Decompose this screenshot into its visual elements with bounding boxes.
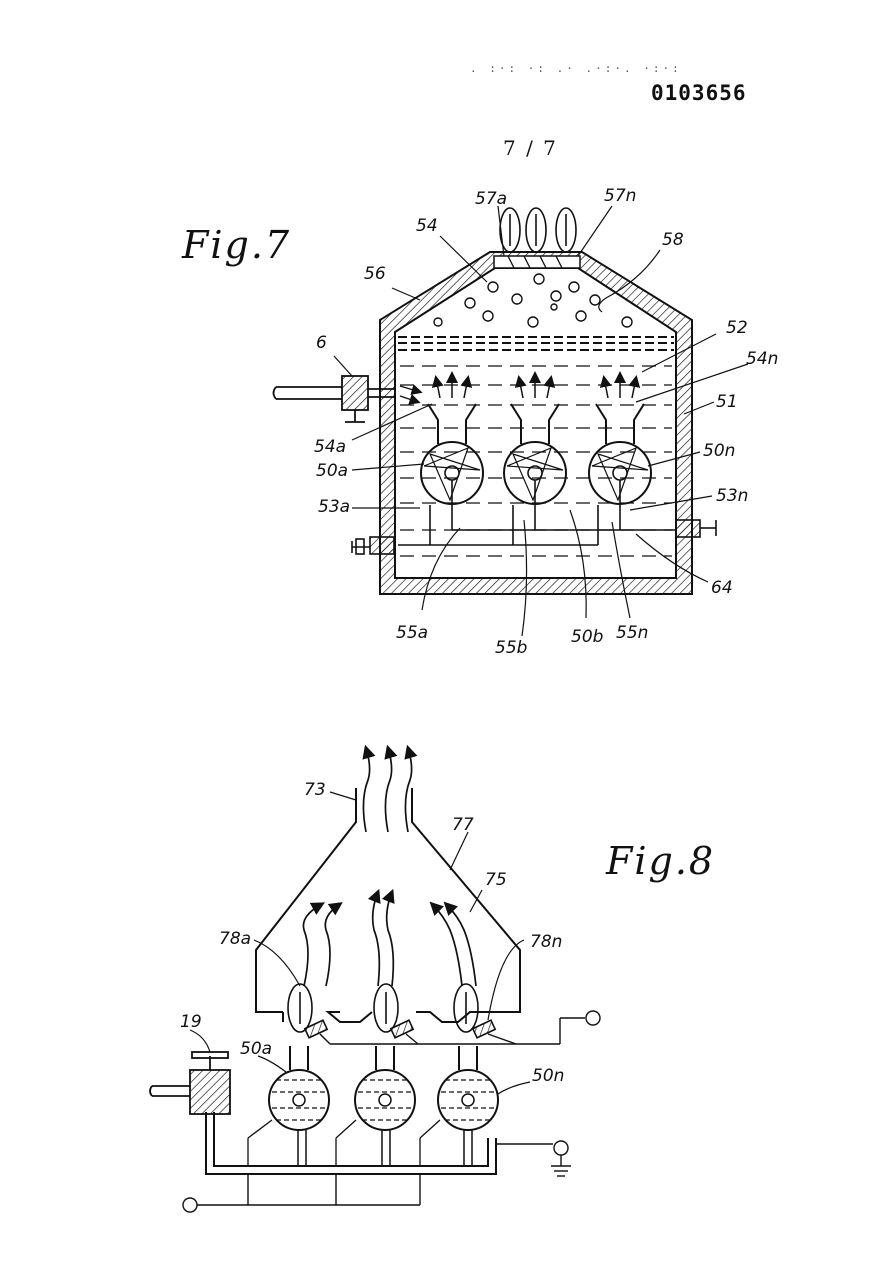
ref-56: 56 bbox=[364, 264, 386, 284]
exhaust-arrows bbox=[362, 744, 418, 833]
electrical-fig8 bbox=[182, 1140, 571, 1213]
vessel-wall bbox=[379, 251, 693, 595]
ref-50n-fig8: 50n bbox=[532, 1066, 565, 1086]
ref-50b: 50b bbox=[571, 627, 604, 647]
ref-64: 64 bbox=[711, 578, 733, 598]
ref-78a: 78a bbox=[219, 929, 252, 949]
figure-8-caption: Fig.8 bbox=[606, 839, 716, 883]
ref-50n: 50n bbox=[703, 441, 736, 461]
ref-77: 77 bbox=[452, 815, 474, 835]
figure-8-drawing bbox=[149, 744, 601, 1213]
stamp-marks: . :·: ·: .· .·:·. ·:·: bbox=[470, 62, 682, 75]
lamps-57 bbox=[499, 207, 577, 253]
ref-57a: 57a bbox=[475, 189, 508, 209]
gas-particles bbox=[433, 273, 633, 328]
sheet-number: 7 / 7 bbox=[503, 136, 558, 160]
ref-54a: 54a bbox=[314, 437, 347, 457]
ref-19: 19 bbox=[180, 1012, 202, 1032]
ref-73: 73 bbox=[304, 780, 326, 800]
leader-lines-fig7 bbox=[333, 205, 749, 637]
lamp-wiring bbox=[319, 1010, 601, 1045]
side-terminals bbox=[351, 519, 717, 555]
ref-52: 52 bbox=[726, 318, 748, 338]
ref-57n: 57n bbox=[604, 186, 637, 206]
ref-55a: 55a bbox=[396, 623, 429, 643]
rising-arrows bbox=[431, 371, 641, 399]
electrode-wiring bbox=[398, 480, 676, 546]
lamps-78 bbox=[287, 983, 497, 1039]
ref-53a: 53a bbox=[318, 497, 351, 517]
document-number: 0103656 bbox=[651, 81, 747, 105]
hood-base bbox=[282, 1011, 500, 1023]
ref-6: 6 bbox=[316, 333, 327, 353]
window-bars bbox=[507, 255, 563, 269]
ref-50a-fig8: 50a bbox=[240, 1039, 273, 1059]
ref-54n: 54n bbox=[746, 349, 779, 369]
inlet-6 bbox=[272, 375, 423, 423]
ref-78n: 78n bbox=[530, 932, 563, 952]
leader-lines-fig8 bbox=[189, 791, 531, 1095]
ref-54: 54 bbox=[416, 216, 438, 236]
figure-7-drawing bbox=[272, 205, 749, 637]
ref-55b: 55b bbox=[495, 638, 528, 658]
flow-arrows bbox=[302, 888, 477, 987]
ref-55n: 55n bbox=[616, 623, 649, 643]
liquid-surface bbox=[398, 336, 674, 351]
cells-50 bbox=[420, 403, 652, 505]
ref-51: 51 bbox=[716, 392, 738, 412]
ref-75: 75 bbox=[485, 870, 507, 890]
cell-liquid-fig8 bbox=[272, 1079, 495, 1121]
figure-7-caption: Fig.7 bbox=[182, 223, 292, 267]
ref-58: 58 bbox=[662, 230, 684, 250]
ref-50a: 50a bbox=[316, 461, 349, 481]
valve-19 bbox=[149, 1051, 231, 1115]
ref-53n: 53n bbox=[716, 486, 749, 506]
supply-piping bbox=[205, 1112, 497, 1175]
cells-50-fig8 bbox=[268, 1046, 499, 1131]
top-window bbox=[493, 255, 581, 269]
hood-77 bbox=[255, 788, 521, 1013]
